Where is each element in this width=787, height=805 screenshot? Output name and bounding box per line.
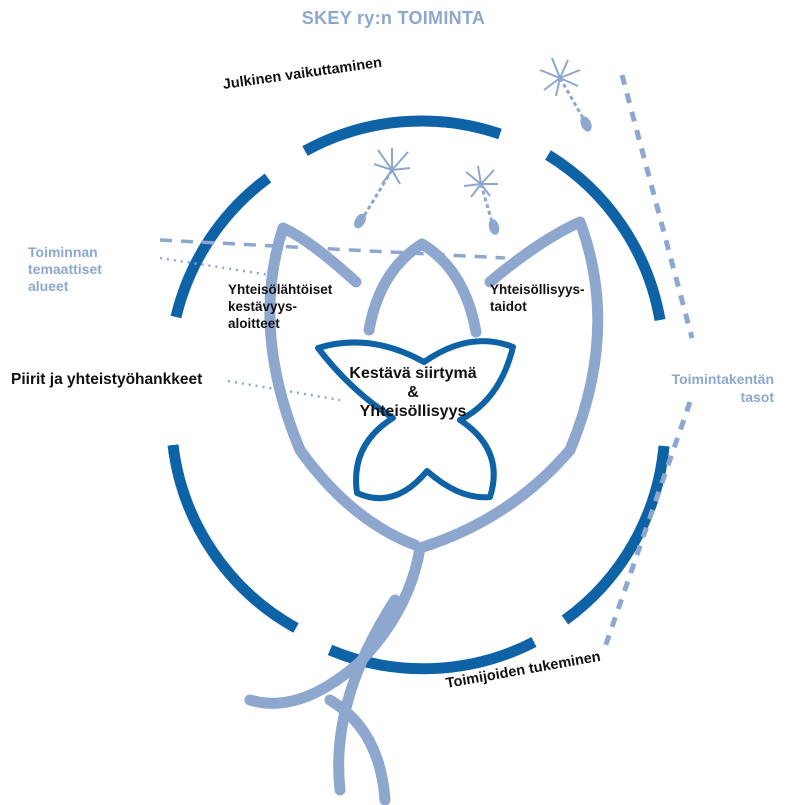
label-center-core: Kestävä siirtymä & Yhteisöllisyys — [333, 364, 493, 421]
theme-dotted-line — [159, 256, 271, 277]
levels-dashed-line-lower — [601, 401, 693, 651]
ring-segment-left — [167, 444, 299, 633]
label-community-initiatives: Yhteisölähtöiset kestävyys- aloitteet — [228, 281, 378, 332]
outer-ring — [167, 115, 670, 675]
tulip-outline — [244, 216, 604, 805]
tulip-stem — [244, 542, 426, 709]
label-community-line: aloitteet — [228, 316, 280, 331]
label-skills-line: taidot — [490, 299, 527, 314]
ring-segment-top-left — [170, 173, 272, 319]
ring-segment-top — [302, 115, 502, 156]
dandelion-seed-icon — [354, 148, 411, 229]
label-field-levels-line: tasot — [740, 389, 774, 405]
center-flower-outline — [315, 338, 516, 502]
circles-dotted-line — [227, 379, 341, 402]
ring-segment-right — [561, 445, 670, 625]
label-skills-line: Yhteisöllisyys- — [490, 282, 585, 297]
dandelion-seed-icon — [463, 165, 500, 235]
label-thematic-areas-line: alueet — [28, 278, 69, 294]
label-thematic-areas: Toiminnan temaattiset alueet — [28, 244, 148, 295]
dandelion-seed-icon — [539, 57, 592, 132]
label-field-levels-line: Toimintakentän — [671, 371, 774, 387]
label-circles-projects: Piirit ja yhteistyöhankkeet — [11, 371, 203, 388]
levels-dashed-line-upper — [619, 74, 695, 339]
tulip-root — [324, 594, 401, 805]
label-community-line: kestävyys- — [228, 299, 298, 314]
label-center-line: Kestävä siirtymä — [349, 365, 477, 382]
label-thematic-areas-line: Toiminnan — [28, 244, 98, 260]
tulip-right-petal — [414, 216, 604, 554]
tulip-center-petal — [363, 238, 482, 338]
connector-lines — [159, 74, 695, 651]
label-community-line: Yhteisölähtöiset — [228, 282, 333, 297]
label-thematic-areas-line: temaattiset — [28, 261, 102, 277]
ring-segment-top-right — [545, 150, 666, 321]
label-community-skills: Yhteisöllisyys- taidot — [490, 281, 630, 315]
tulip-left-petal — [264, 222, 421, 551]
label-center-line: & — [407, 384, 419, 401]
diagram-title: SKEY ry:n TOIMINTA — [301, 8, 486, 28]
label-center-line: Yhteisöllisyys — [359, 403, 467, 420]
theme-dashed-line — [159, 238, 506, 260]
label-field-levels: Toimintakentän tasot — [654, 370, 774, 406]
